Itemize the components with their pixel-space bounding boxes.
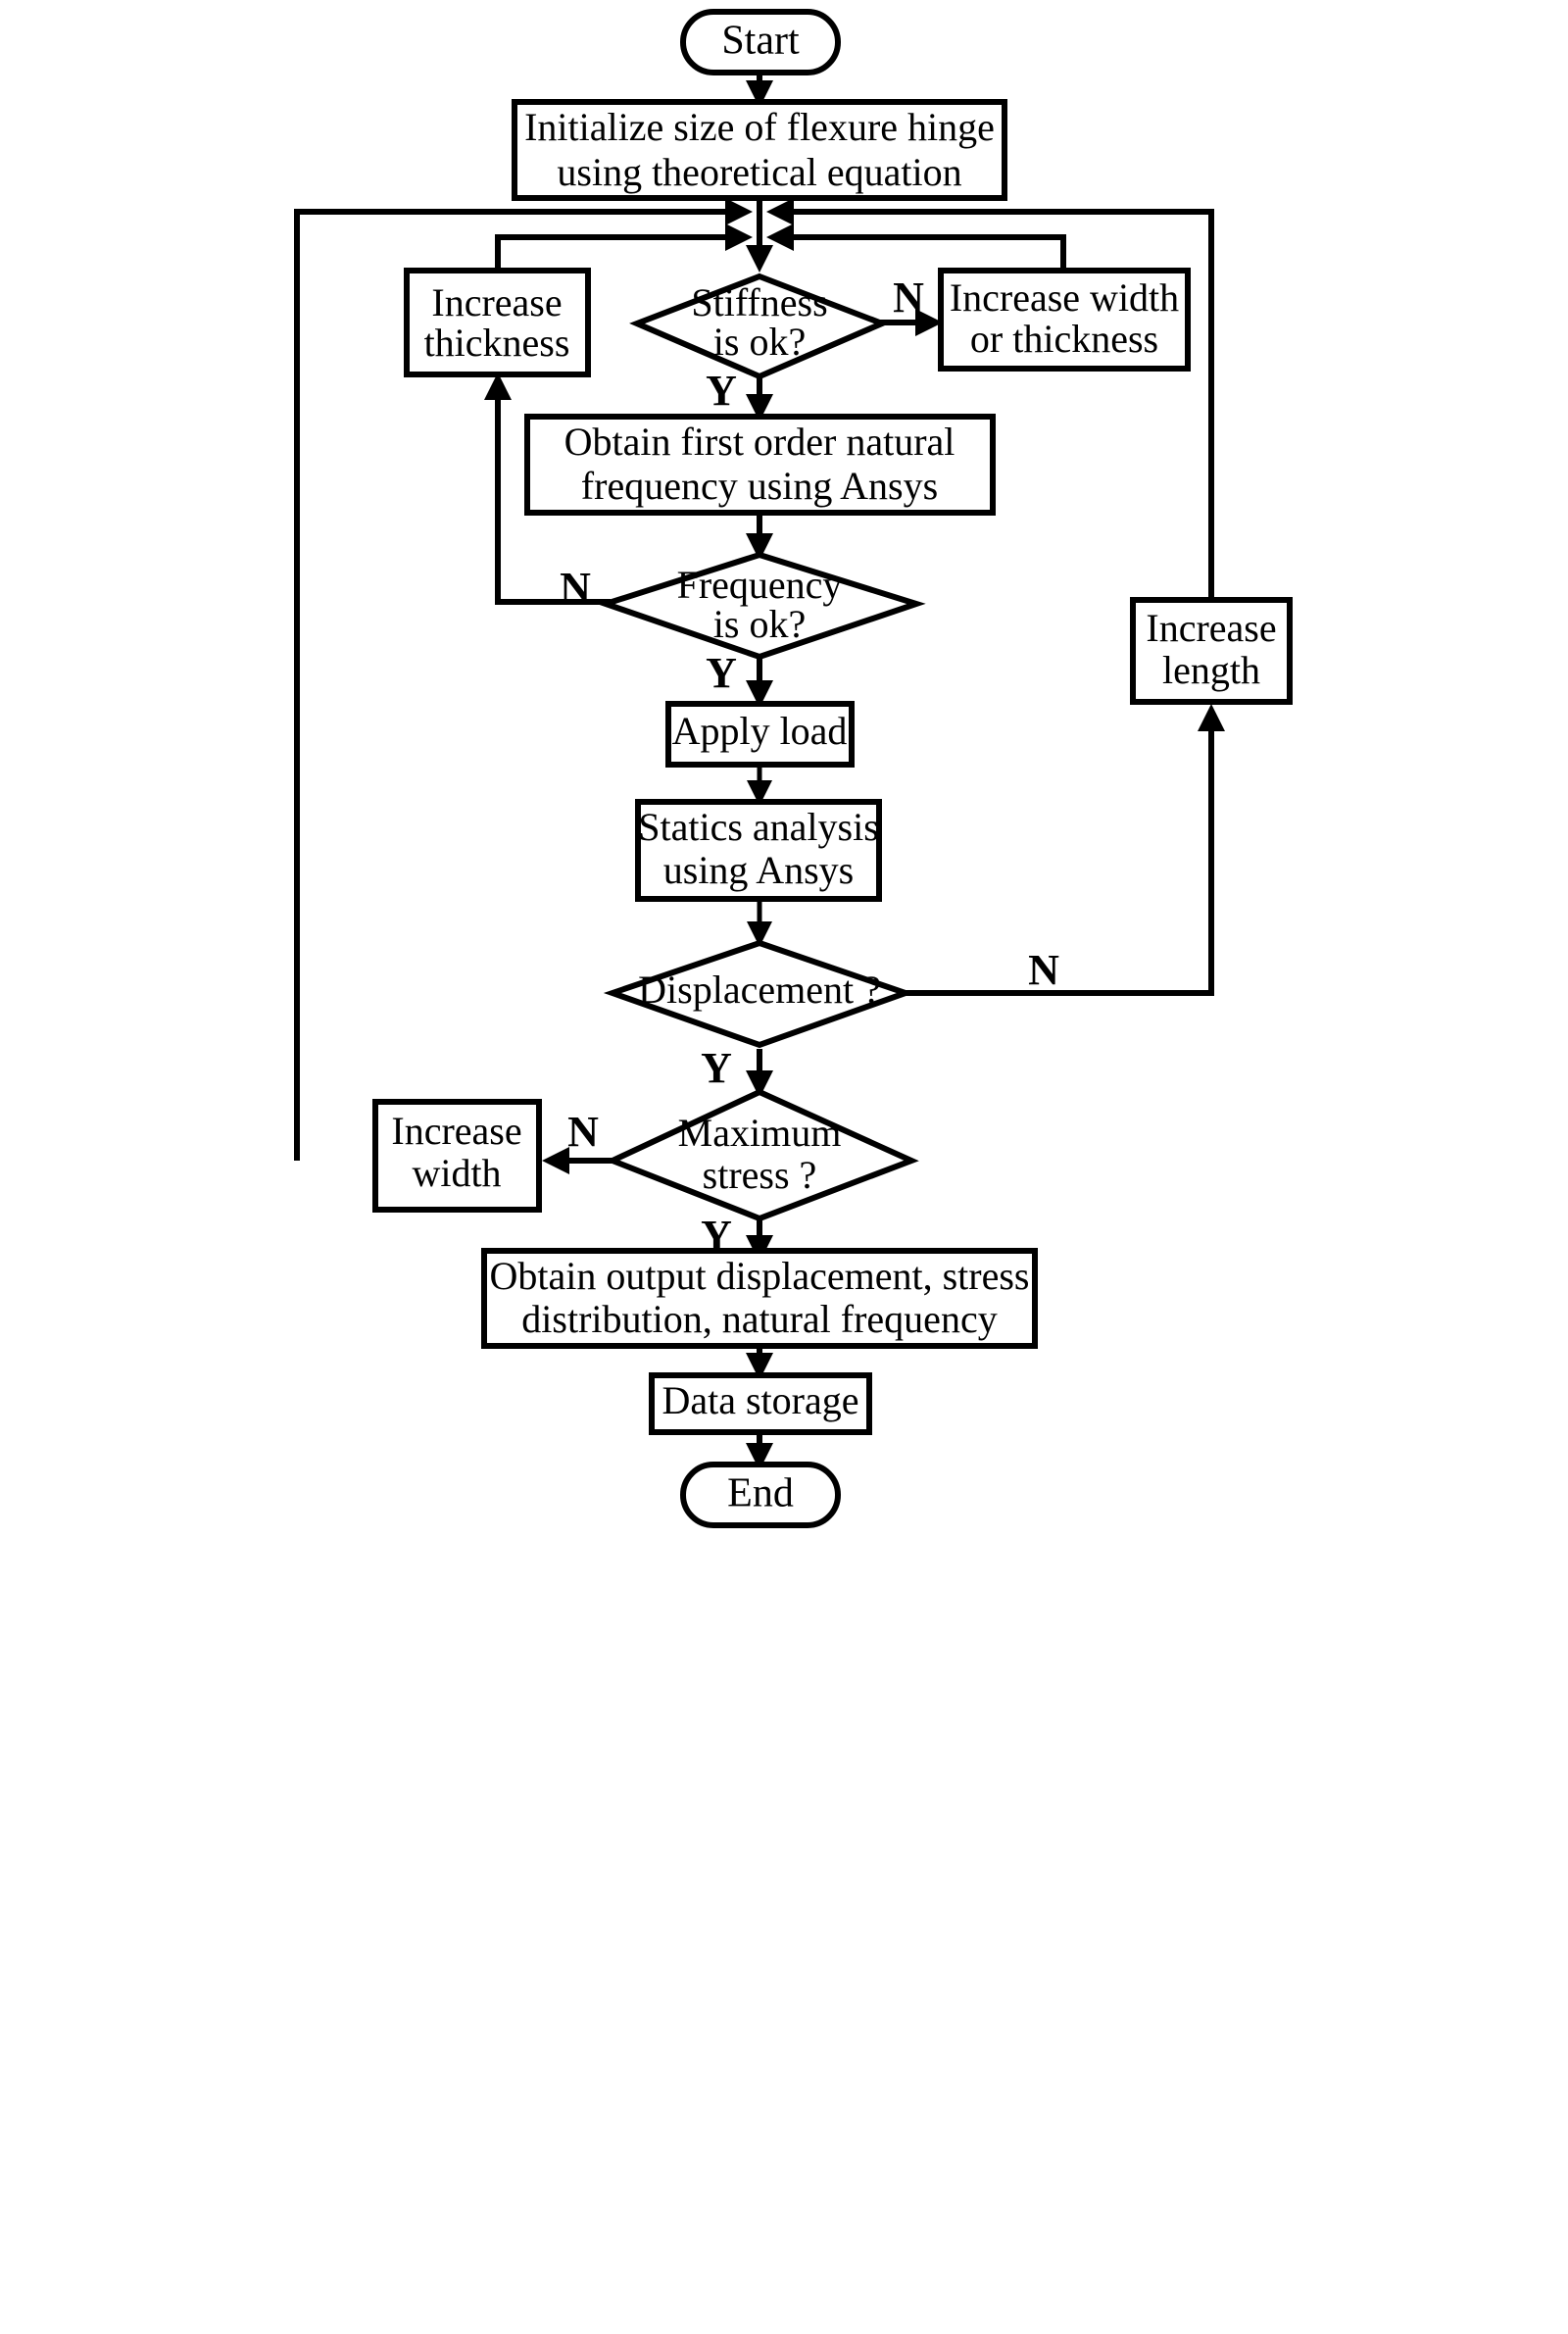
increase-thickness-label-line1: Increase bbox=[431, 280, 562, 324]
max-stress-label-line2: stress ? bbox=[703, 1153, 817, 1197]
arrowhead-bus2-left bbox=[725, 223, 753, 251]
statics-analysis-label-line1: Statics analysis bbox=[638, 805, 879, 849]
edge-frequency-no bbox=[495, 392, 611, 605]
obtain-output-label-line2: distribution, natural frequency bbox=[521, 1297, 997, 1341]
displacement-decision-shape bbox=[603, 939, 915, 1049]
arrowhead-statics-to-displacement bbox=[747, 921, 772, 947]
node-displacement-decision[interactable]: Displacement ? bbox=[603, 939, 915, 1049]
edge-incwidth-rail-left bbox=[294, 209, 743, 1161]
arrowhead-init-to-stiffness bbox=[746, 245, 773, 273]
initialize-label-line1: Initialize size of flexure hinge bbox=[524, 105, 995, 149]
arrowhead-frequency-no bbox=[484, 372, 512, 400]
branch-label-max-stress-yes: Y bbox=[701, 1212, 732, 1260]
apply-load-label: Apply load bbox=[672, 709, 848, 753]
statics-analysis-shape bbox=[635, 799, 882, 902]
node-statics-analysis[interactable]: Statics analysis using Ansys bbox=[635, 799, 882, 902]
frequency-label-line1: Frequency bbox=[677, 563, 843, 607]
node-apply-load[interactable]: Apply load bbox=[665, 701, 855, 768]
connector-layer bbox=[294, 71, 1225, 1470]
branch-label-displacement-yes: Y bbox=[701, 1044, 732, 1092]
arrowhead-maxstress-no bbox=[542, 1147, 569, 1174]
node-increase-width-or-thickness[interactable]: Increase width or thickness bbox=[938, 268, 1191, 372]
branch-label-layer: N Y N Y N Y N Y bbox=[560, 273, 1059, 1260]
frequency-decision-shape bbox=[596, 551, 926, 661]
obtain-output-label-line1: Obtain output displacement, stress bbox=[489, 1254, 1029, 1298]
data-storage-shape bbox=[649, 1372, 872, 1435]
node-increase-width[interactable]: Increase width bbox=[372, 1099, 542, 1213]
flowchart-svg: Start Initialize size of flexure hinge u… bbox=[294, 9, 1293, 1528]
node-increase-length[interactable]: Increase length bbox=[1130, 597, 1293, 705]
branch-label-frequency-yes: Y bbox=[706, 649, 737, 697]
stiffness-label-line1: Stiffness bbox=[691, 280, 827, 324]
node-frequency-decision[interactable]: Frequency is ok? bbox=[596, 551, 926, 661]
branch-label-displacement-no: N bbox=[1028, 946, 1059, 994]
node-start[interactable]: Start bbox=[680, 9, 841, 75]
arrowhead-firstorder-to-frequency bbox=[746, 533, 773, 561]
obtain-output-shape bbox=[481, 1248, 1038, 1349]
increase-width-or-thickness-shape bbox=[938, 268, 1191, 372]
displacement-label: Displacement ? bbox=[638, 968, 881, 1012]
stiffness-label-line2: is ok? bbox=[713, 320, 806, 364]
start-terminator-shape bbox=[680, 9, 841, 75]
first-order-label-line1: Obtain first order natural bbox=[564, 420, 956, 464]
apply-load-shape bbox=[665, 701, 855, 768]
node-increase-thickness[interactable]: Increase thickness bbox=[404, 268, 591, 377]
node-obtain-output[interactable]: Obtain output displacement, stress distr… bbox=[481, 1248, 1038, 1349]
arrowhead-displacement-no bbox=[1198, 704, 1225, 731]
increase-thickness-label-line2: thickness bbox=[424, 321, 570, 365]
node-max-stress-decision[interactable]: Maximum stress ? bbox=[605, 1088, 919, 1222]
start-label: Start bbox=[721, 19, 800, 64]
end-label: End bbox=[727, 1471, 794, 1516]
increase-width-shape bbox=[372, 1099, 542, 1213]
node-stiffness-decision[interactable]: Stiffness is ok? bbox=[629, 273, 890, 380]
increase-width-or-thickness-label-line1: Increase width bbox=[950, 275, 1179, 320]
arrowhead-bus2-right bbox=[766, 223, 794, 251]
node-end[interactable]: End bbox=[680, 1462, 841, 1528]
increase-width-or-thickness-label-line2: or thickness bbox=[970, 317, 1158, 361]
branch-label-max-stress-no: N bbox=[567, 1108, 599, 1156]
first-order-frequency-shape bbox=[524, 414, 996, 516]
max-stress-decision-shape bbox=[605, 1088, 919, 1222]
edge-displacement-no bbox=[902, 723, 1214, 996]
statics-analysis-label-line2: using Ansys bbox=[663, 848, 855, 892]
arrowhead-stiffness-yes bbox=[746, 394, 773, 422]
increase-width-label-line2: width bbox=[412, 1151, 501, 1195]
arrowhead-applyload-to-statics bbox=[747, 780, 772, 806]
initialize-label-line2: using theoretical equation bbox=[557, 150, 961, 194]
branch-label-stiffness-yes: Y bbox=[706, 367, 737, 415]
node-initialize[interactable]: Initialize size of flexure hinge using t… bbox=[512, 99, 1007, 201]
data-storage-label: Data storage bbox=[662, 1378, 858, 1422]
increase-length-shape bbox=[1130, 597, 1293, 705]
stiffness-decision-shape bbox=[629, 273, 890, 380]
arrowhead-datastorage-to-end bbox=[746, 1443, 773, 1470]
increase-length-label-line2: length bbox=[1162, 648, 1260, 692]
arrowhead-stiffness-no bbox=[915, 309, 943, 336]
branch-label-frequency-no: N bbox=[560, 564, 591, 612]
max-stress-label-line1: Maximum bbox=[678, 1111, 842, 1155]
node-first-order-frequency[interactable]: Obtain first order natural frequency usi… bbox=[524, 414, 996, 516]
arrowhead-bus1-right bbox=[766, 198, 794, 225]
initialize-process-shape bbox=[512, 99, 1007, 201]
end-terminator-shape bbox=[680, 1462, 841, 1528]
node-data-storage[interactable]: Data storage bbox=[649, 1372, 872, 1435]
edge-inclength-rail-right bbox=[776, 209, 1214, 616]
arrowhead-obtainout-to-datastorage bbox=[746, 1353, 773, 1380]
first-order-label-line2: frequency using Ansys bbox=[581, 464, 938, 508]
arrowhead-start-to-init bbox=[746, 80, 773, 108]
frequency-label-line2: is ok? bbox=[713, 602, 806, 646]
increase-length-label-line1: Increase bbox=[1146, 606, 1276, 650]
arrowhead-displacement-yes bbox=[746, 1070, 773, 1098]
increase-thickness-shape bbox=[404, 268, 591, 377]
arrowhead-frequency-yes bbox=[746, 680, 773, 708]
arrowhead-bus1-left bbox=[725, 198, 753, 225]
edge-incwidththickness-rail bbox=[776, 234, 1066, 273]
edge-incthickness-rail bbox=[495, 234, 743, 270]
increase-width-label-line1: Increase bbox=[391, 1109, 521, 1153]
branch-label-stiffness-no: N bbox=[893, 273, 924, 322]
